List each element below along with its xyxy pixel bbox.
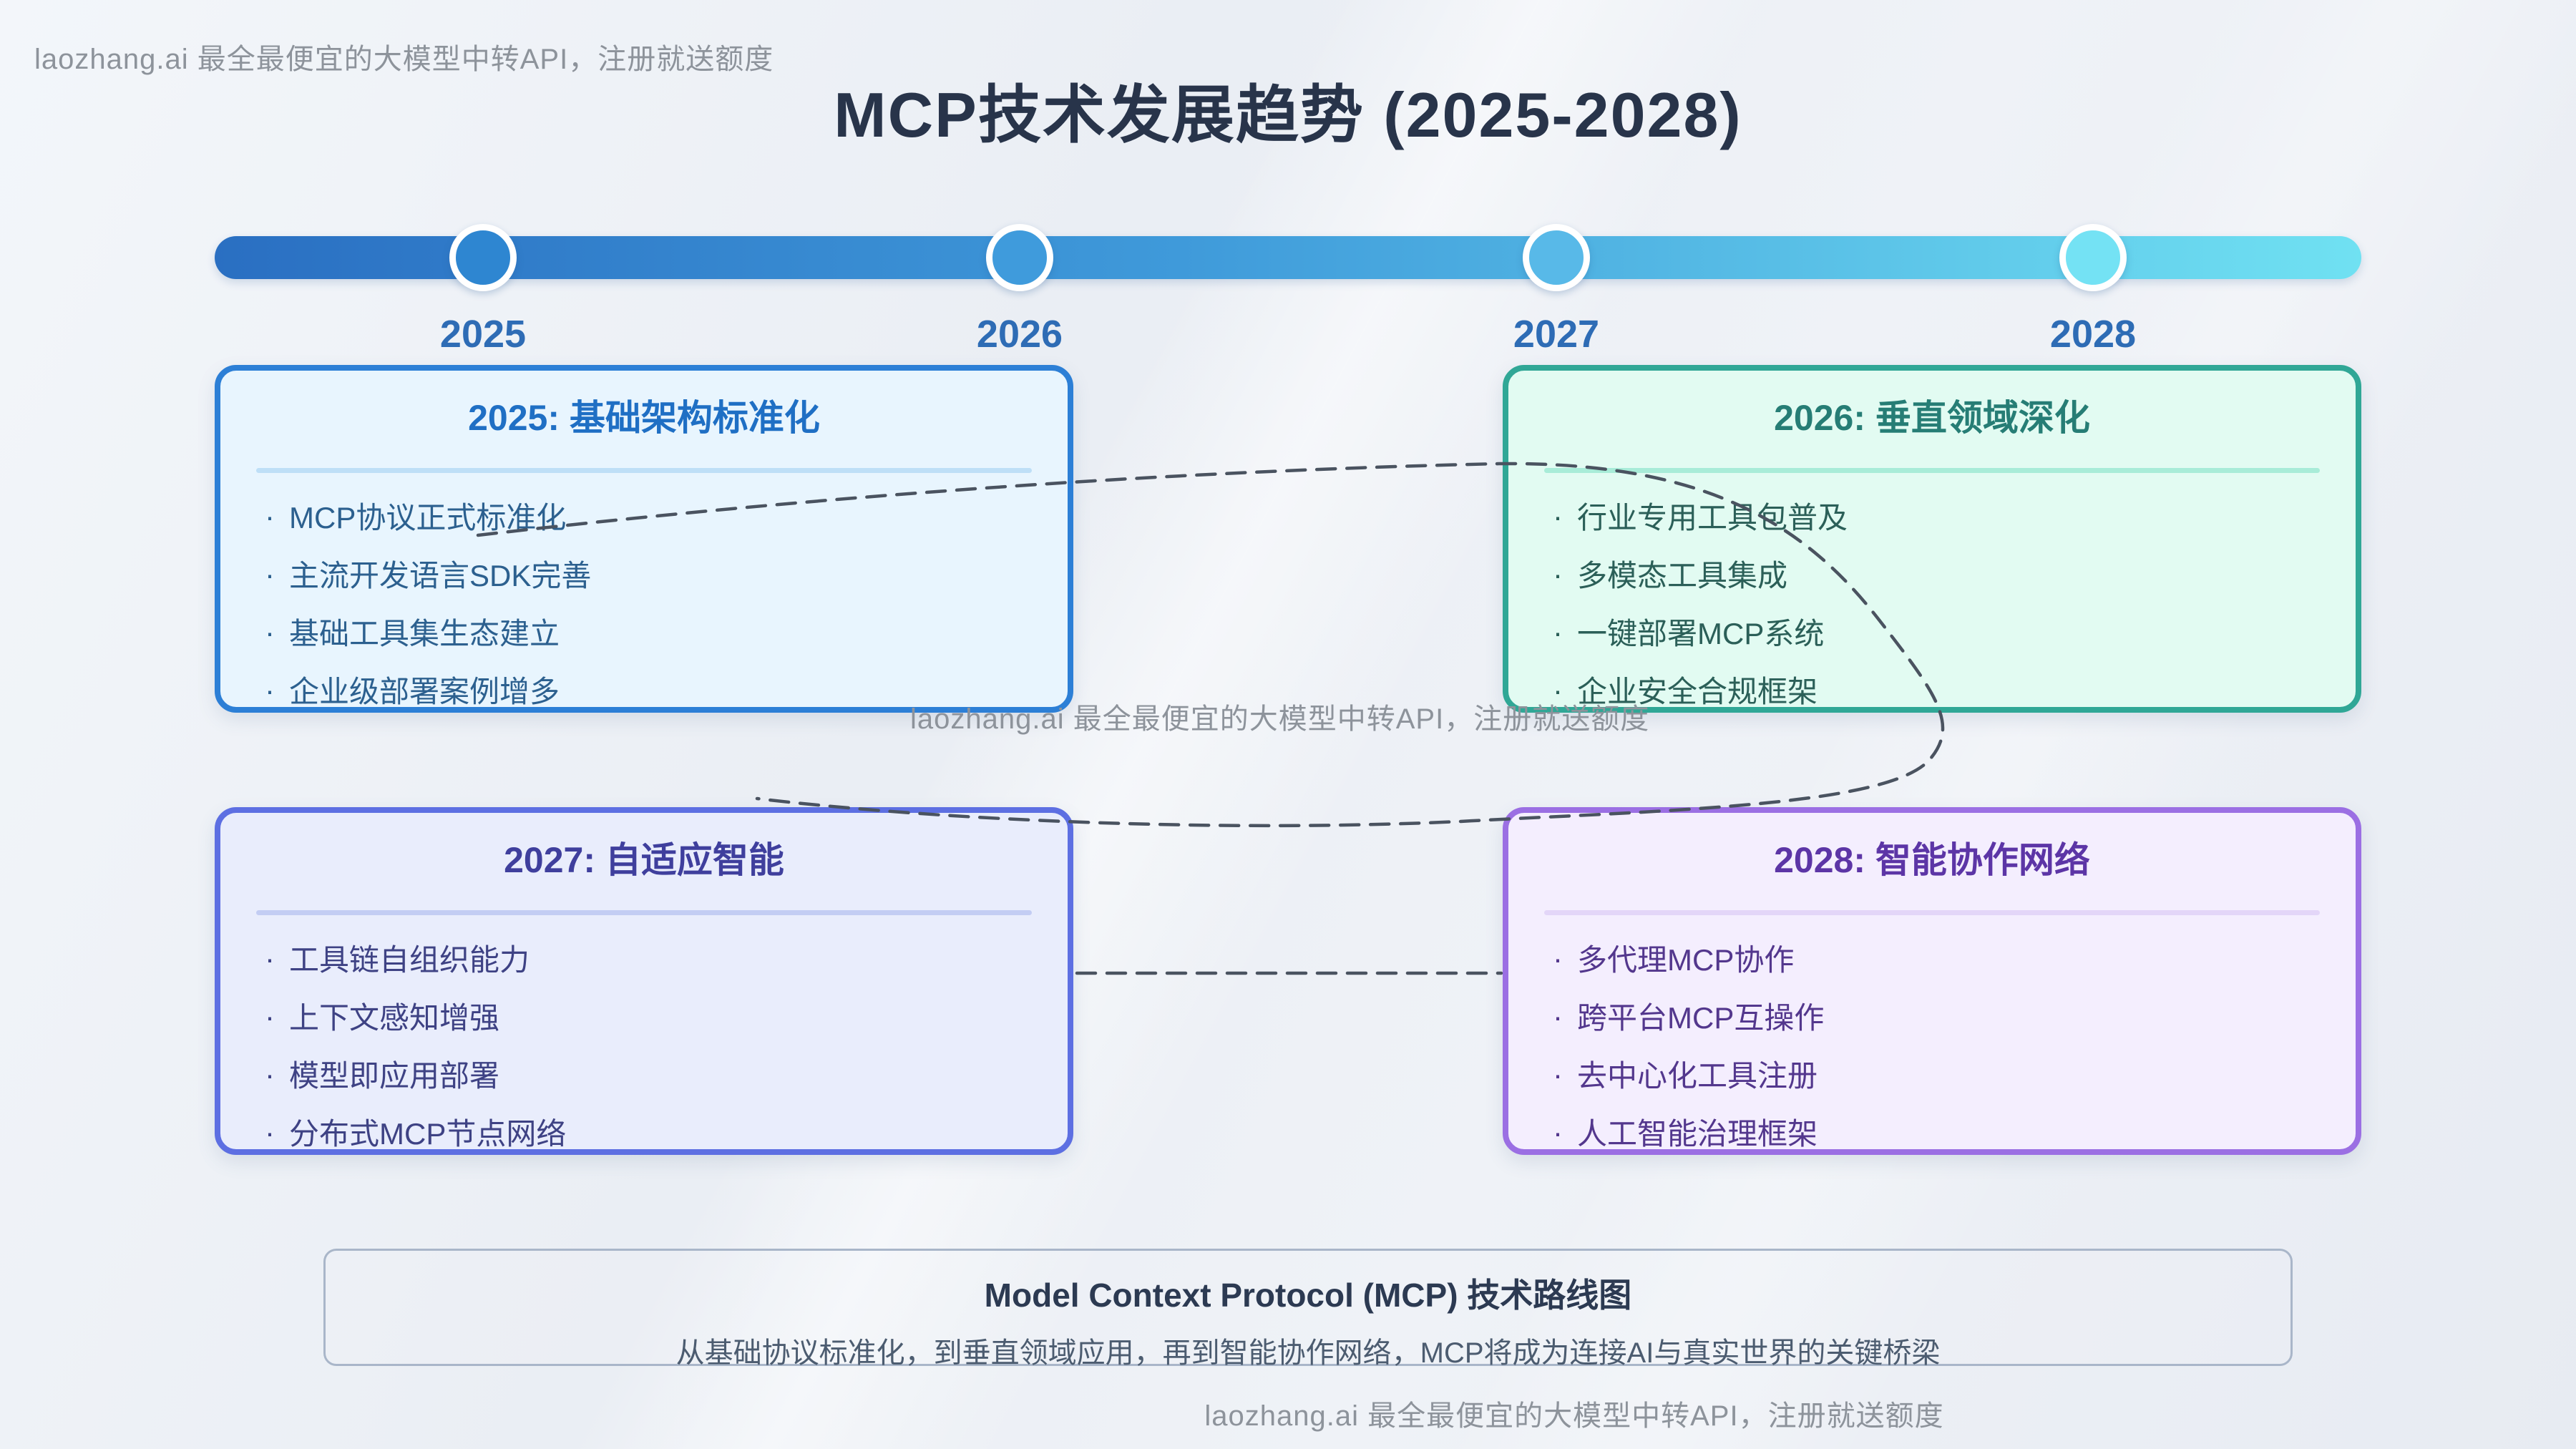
list-item: ·行业专用工具包普及 (1553, 499, 1848, 535)
footer-title: Model Context Protocol (MCP) 技术路线图 (984, 1277, 1632, 1314)
timeline-dot-2027 (1523, 224, 1590, 291)
list-item: ·企业安全合规框架 (1553, 673, 1818, 709)
list-item: ·上下文感知增强 (265, 999, 500, 1035)
list-item: ·工具链自组织能力 (265, 941, 530, 977)
bullet-icon: · (265, 941, 275, 975)
card-2025: 2025: 基础架构标准化 ·MCP协议正式标准化 ·主流开发语言SDK完善 ·… (215, 365, 1073, 713)
list-item: ·一键部署MCP系统 (1553, 615, 1825, 650)
card-2025-title: 2025: 基础架构标准化 (468, 398, 820, 438)
bullet-icon: · (265, 1057, 275, 1091)
bullet-icon: · (265, 499, 275, 533)
list-item: ·主流开发语言SDK完善 (265, 557, 592, 592)
bullet-icon: · (1553, 999, 1563, 1033)
card-2026-list: ·行业专用工具包普及 ·多模态工具集成 ·一键部署MCP系统 ·企业安全合规框架 (1508, 499, 2356, 709)
card-2027-divider (256, 909, 1032, 915)
timeline-bar (215, 236, 2361, 279)
footer-note-box: Model Context Protocol (MCP) 技术路线图 从基础协议… (323, 1249, 2293, 1369)
card-2027-title: 2027: 自适应智能 (504, 840, 784, 880)
timeline-year-2027: 2027 (1513, 313, 1600, 356)
card-2025-list: ·MCP协议正式标准化 ·主流开发语言SDK完善 ·基础工具集生态建立 ·企业级… (220, 499, 1068, 709)
bullet-icon: · (265, 557, 275, 591)
list-item: ·人工智能治理框架 (1553, 1116, 1818, 1151)
card-2027: 2027: 自适应智能 ·工具链自组织能力 ·上下文感知增强 ·模型即应用部署 … (215, 807, 1073, 1155)
card-2026: 2026: 垂直领域深化 ·行业专用工具包普及 ·多模态工具集成 ·一键部署MC… (1503, 365, 2361, 713)
list-item: ·去中心化工具注册 (1553, 1057, 1818, 1093)
bullet-icon: · (1553, 1116, 1563, 1150)
card-2026-divider (1544, 467, 2320, 473)
list-item: ·基础工具集生态建立 (265, 615, 560, 650)
bullet-icon: · (265, 1116, 275, 1150)
bullet-icon: · (1553, 557, 1563, 591)
list-item: ·多模态工具集成 (1553, 557, 1788, 592)
bullet-icon: · (1553, 499, 1563, 533)
card-2028-title: 2028: 智能协作网络 (1774, 840, 2090, 880)
bullet-icon: · (265, 673, 275, 708)
footer-subtitle: 从基础协议标准化，到垂直领域应用，再到智能协作网络，MCP将成为连接AI与真实世… (675, 1337, 1941, 1369)
watermark-bottom: laozhang.ai 最全最便宜的大模型中转API，注册就送额度 (1204, 1400, 1944, 1432)
bullet-icon: · (1553, 941, 1563, 975)
card-2027-list: ·工具链自组织能力 ·上下文感知增强 ·模型即应用部署 ·分布式MCP节点网络 (220, 941, 1068, 1151)
card-2026-title: 2026: 垂直领域深化 (1774, 398, 2090, 438)
list-item: ·MCP协议正式标准化 (265, 499, 567, 535)
timeline-dot-2026 (986, 224, 1053, 291)
list-item: ·多代理MCP协作 (1553, 941, 1795, 977)
list-item: ·模型即应用部署 (265, 1057, 500, 1093)
list-item: ·跨平台MCP互操作 (1553, 999, 1825, 1035)
bullet-icon: · (1553, 1057, 1563, 1091)
card-2028: 2028: 智能协作网络 ·多代理MCP协作 ·跨平台MCP互操作 ·去中心化工… (1503, 807, 2361, 1155)
timeline-year-2025: 2025 (439, 313, 527, 356)
watermark-top: laozhang.ai 最全最便宜的大模型中转API，注册就送额度 (34, 44, 774, 75)
timeline-dot-2028 (2059, 224, 2127, 291)
timeline-year-2026: 2026 (976, 313, 1063, 356)
timeline-year-2028: 2028 (2049, 313, 2137, 356)
bullet-icon: · (265, 615, 275, 649)
card-2028-divider (1544, 909, 2320, 915)
timeline-dot-2025 (449, 224, 517, 291)
card-2028-list: ·多代理MCP协作 ·跨平台MCP互操作 ·去中心化工具注册 ·人工智能治理框架 (1508, 941, 2356, 1151)
watermark-middle: laozhang.ai 最全最便宜的大模型中转API，注册就送额度 (910, 703, 1650, 735)
page-title: MCP技术发展趋势 (2025-2028) (834, 79, 1742, 150)
list-item: ·分布式MCP节点网络 (265, 1116, 567, 1151)
bullet-icon: · (1553, 615, 1563, 649)
card-2025-divider (256, 467, 1032, 473)
bullet-icon: · (265, 999, 275, 1033)
